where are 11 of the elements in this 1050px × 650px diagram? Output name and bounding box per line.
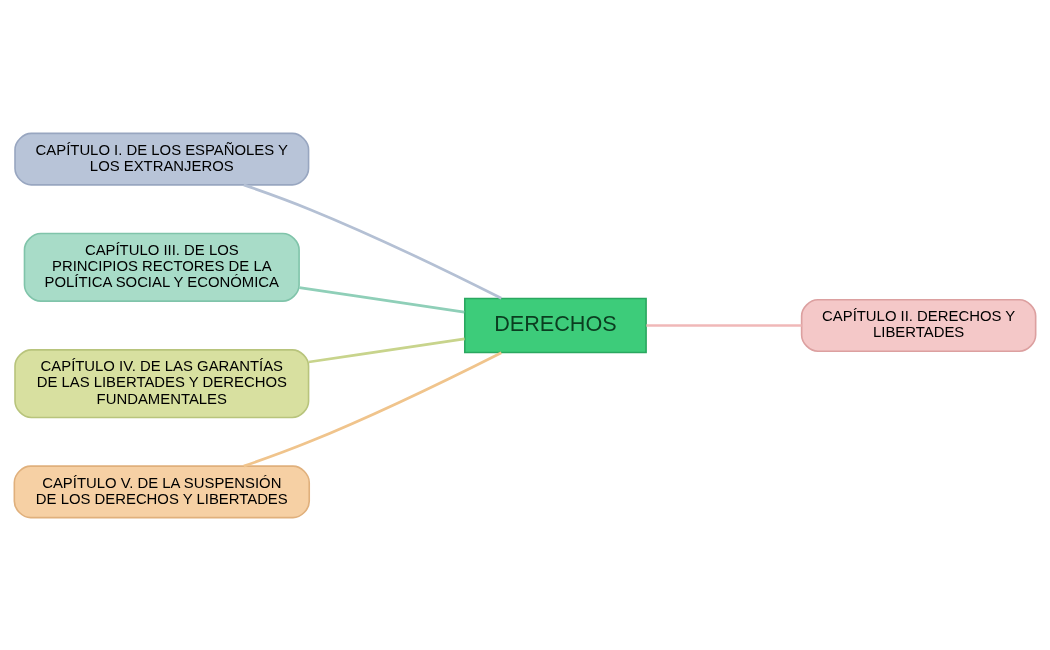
connector (646, 323, 802, 327)
connector (243, 350, 502, 467)
connector (308, 336, 465, 363)
node-box: CAPÍTULO II. DERECHOS Y LIBERTADES (800, 298, 1037, 352)
node-box: CAPÍTULO V. DE LA SUSPENSIÓN DE LOS DERECHOS Y LIBERTADES (13, 464, 311, 518)
node-box: CAPÍTULO IV. DE LAS GARANTÍAS DE LAS LIBERTADES Y DERECHOS FUNDAMENTALES (14, 348, 310, 418)
connector (243, 183, 502, 300)
node-box: CAPÍTULO III. DE LOS PRINCIPIOS RECTORES DE LA POLÍTICA SOCIAL Y ECONÓMICA (23, 232, 300, 302)
node-box: DERECHOS (464, 297, 647, 353)
node-box: CAPÍTULO I. DE LOS ESPAÑOLES Y LOS EXTRANJEROS (14, 132, 310, 186)
connector (299, 285, 465, 313)
